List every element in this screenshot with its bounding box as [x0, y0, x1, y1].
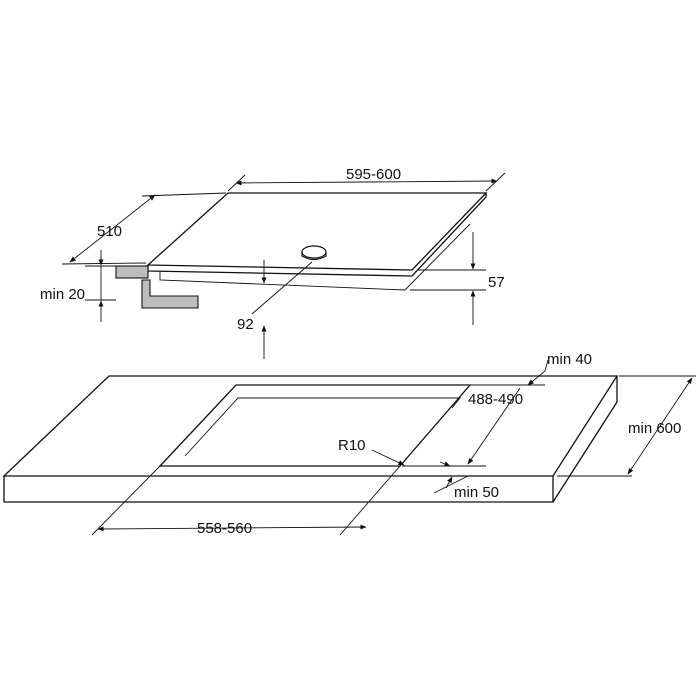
label-back-margin: min 40: [547, 351, 592, 368]
dim-hob-height: 57: [410, 232, 505, 325]
cutout-inner: [184, 397, 461, 457]
dim-back-margin: min 40: [470, 351, 592, 386]
label-cutout-radius: R10: [338, 437, 366, 454]
label-worktop-thickness: min 20: [40, 286, 85, 303]
dim-cutout-radius: R10: [338, 437, 405, 466]
dim-hob-depth: 510: [61, 192, 227, 265]
hob-cable-outlet-side: [301, 252, 327, 261]
hob-body: [159, 223, 471, 291]
dim-cutout-depth: 488-490: [402, 387, 523, 467]
dim-hob-clearance: 92: [237, 260, 313, 359]
mounting-bracket: [115, 265, 199, 309]
hob-glass-top: [146, 192, 488, 271]
label-worktop-depth: min 600: [628, 420, 681, 437]
label-hob-width: 595-600: [346, 166, 401, 183]
clamp-bracket: [141, 279, 199, 309]
dim-worktop-thickness: min 20: [40, 250, 116, 322]
worktop-section: [115, 265, 149, 279]
worktop-front: [3, 476, 554, 503]
cutout-outer: [158, 384, 472, 467]
dim-cutout-width: 558-560: [91, 465, 401, 537]
label-hob-clearance: 92: [237, 316, 254, 333]
hob-cable-outlet: [301, 245, 327, 259]
hob-front-edge: [147, 193, 487, 277]
label-hob-height: 57: [488, 274, 505, 291]
hob-drawing: [146, 192, 488, 291]
label-front-margin: min 50: [454, 484, 499, 501]
worktop-side: [552, 376, 618, 503]
label-cutout-depth: 488-490: [468, 391, 523, 408]
dim-hob-width: 595-600: [227, 166, 506, 192]
label-hob-depth: 510: [97, 223, 122, 240]
dim-front-margin: min 50: [404, 461, 499, 501]
worktop-drawing: [2, 375, 619, 503]
worktop-top: [2, 375, 619, 477]
dim-worktop-depth: min 600: [557, 375, 696, 477]
label-cutout-width: 558-560: [197, 520, 252, 537]
